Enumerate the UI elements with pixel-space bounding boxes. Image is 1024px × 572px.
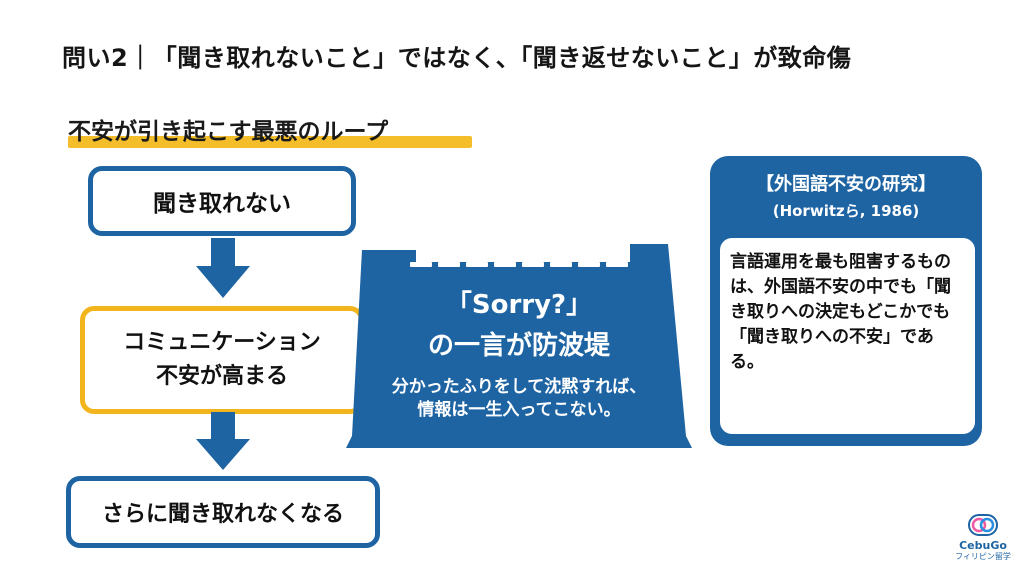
breakwater-illustration xyxy=(346,244,692,448)
cebugo-logo-icon xyxy=(968,514,998,536)
cebugo-logo: CebuGo フィリピン留学 xyxy=(944,514,1022,570)
breakwater-headline-2: の一言が防波堤 xyxy=(427,331,610,361)
study-card: 【外国語不安の研究】 (Horwitzら, 1986) 言語運用を最も阻害するも… xyxy=(710,156,982,446)
breakwater-caption: 分かったふりをして沈黙すれば、 情報は一生入ってこない。 xyxy=(391,377,647,420)
flow-arrow-down-1-icon xyxy=(196,238,250,298)
loop-subtitle: 不安が引き起こす最悪のループ xyxy=(68,119,389,145)
study-citation: (Horwitzら, 1986) xyxy=(772,202,920,220)
loop-subtitle-block: 不安が引き起こす最悪のループ xyxy=(68,108,472,150)
flow-step-1: 聞き取れない xyxy=(88,166,356,236)
breakwater-headline-1: 「Sorry?」 xyxy=(445,290,593,320)
subtitle-highlight xyxy=(68,136,472,148)
flow-step-2-label: コミュニケーション 不安が高まる xyxy=(123,330,321,389)
flow-step-1-label: 聞き取れない xyxy=(153,191,291,217)
flow-arrow-down-2-icon xyxy=(196,412,250,470)
logo-brand: CebuGo xyxy=(959,539,1007,552)
flow-step-3: さらに聞き取れなくなる xyxy=(66,476,380,548)
study-header: 【外国語不安の研究】 (Horwitzら, 1986) xyxy=(710,170,982,221)
study-title: 【外国語不安の研究】 xyxy=(756,174,936,195)
page-title: 問い2｜「聞き取れないこと」ではなく、「聞き返せないこと」が致命傷 xyxy=(62,44,852,72)
study-body: 言語運用を最も阻害するものは、外国語不安の中でも「聞き取りへの決定もどこかでも「… xyxy=(720,238,975,434)
logo-tagline: フィリピン留学 xyxy=(955,552,1011,561)
breakwater-text: 「Sorry?」 の一言が防波堤 分かったふりをして沈黙すれば、 情報は一生入っ… xyxy=(372,284,666,422)
flow-step-2: コミュニケーション 不安が高まる xyxy=(80,306,364,414)
flow-step-3-label: さらに聞き取れなくなる xyxy=(101,502,344,527)
